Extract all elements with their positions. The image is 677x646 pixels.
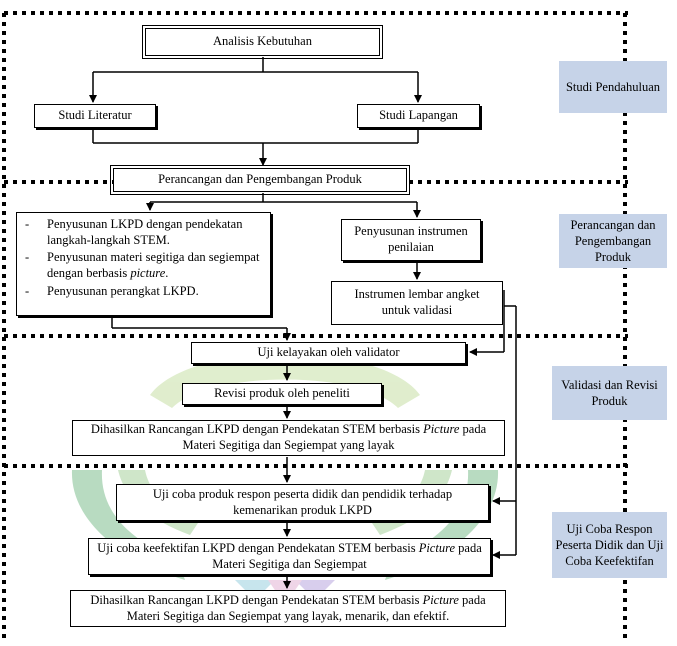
box-studi-literatur: Studi Literatur: [34, 104, 156, 128]
box-studi-lapangan: Studi Lapangan: [357, 104, 480, 128]
box-revisi-produk: Revisi produk oleh peneliti: [182, 383, 382, 405]
box-analisis-kebutuhan: Analisis Kebutuhan: [142, 25, 383, 59]
connectors: [89, 57, 517, 589]
box-penyusunan-instrumen: Penyusunan instrumen penilaian: [341, 219, 481, 261]
phase-label-perancangan: Perancangan dan Pengembangan Produk: [559, 214, 667, 268]
list-item: - Penyusunan materi segitiga dan segiemp…: [25, 250, 264, 281]
box-uji-kelayakan: Uji kelayakan oleh validator: [191, 342, 466, 364]
box-uji-coba-respon: Uji coba produk respon peserta didik dan…: [116, 484, 489, 521]
box-hasil-layak: Dihasilkan Rancangan LKPD dengan Pendeka…: [72, 420, 505, 456]
box-hasil-akhir: Dihasilkan Rancangan LKPD dengan Pendeka…: [70, 590, 506, 627]
phase-label-validasi: Validasi dan Revisi Produk: [552, 366, 667, 420]
box-uji-coba-keefektifan: Uji coba keefektifan LKPD dengan Pendeka…: [88, 538, 491, 575]
list-dash: -: [25, 250, 30, 265]
list-item: - Penyusunan LKPD dengan pendekatan lang…: [25, 217, 264, 248]
phase-label-uji-coba: Uji Coba Respon Peserta Didik dan Uji Co…: [552, 512, 667, 578]
box-perancangan: Perancangan dan Pengembangan Produk: [110, 165, 410, 195]
box-penyusunan-list: - Penyusunan LKPD dengan pendekatan lang…: [16, 212, 271, 316]
list-dash: -: [25, 217, 30, 231]
list-dash: -: [25, 283, 30, 298]
list-text: Penyusunan materi segitiga dan segiempat…: [47, 250, 260, 280]
box-instrumen-angket: Instrumen lembar angket untuk validasi: [331, 281, 503, 325]
list-item: - Penyusunan perangkat LKPD.: [25, 284, 264, 300]
list-text: Penyusunan perangkat LKPD.: [47, 283, 199, 298]
list-text: Penyusunan LKPD dengan pendekatan langka…: [47, 217, 243, 247]
phase-label-pendahuluan: Studi Pendahuluan: [559, 61, 667, 113]
